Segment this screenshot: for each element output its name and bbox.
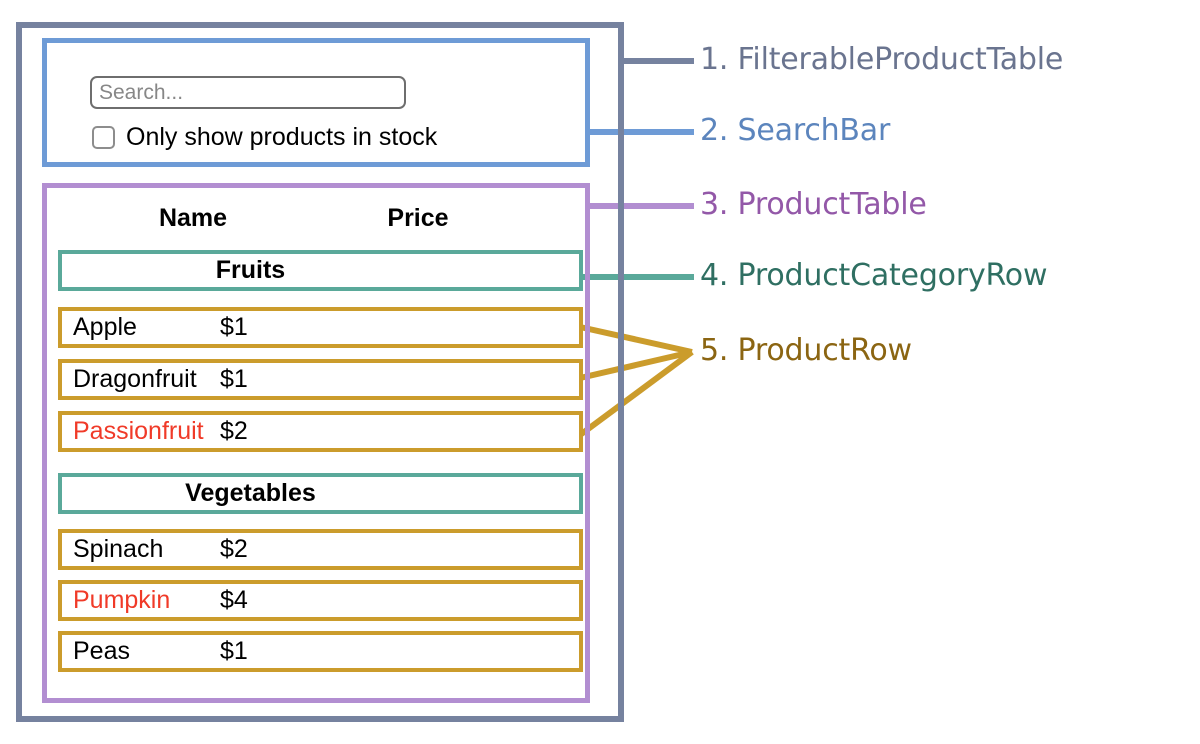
- table-row[interactable]: Spinach $2: [58, 529, 583, 570]
- filterable-product-table-box: [16, 22, 624, 722]
- column-header-name: Name: [158, 203, 228, 232]
- product-price: $4: [220, 586, 248, 614]
- product-category-row: Fruits: [58, 250, 583, 291]
- product-price: $1: [220, 313, 248, 341]
- product-price: $2: [220, 535, 248, 563]
- annotation-label-product-category-row: 4. ProductCategoryRow: [700, 258, 1048, 293]
- in-stock-checkbox-row[interactable]: Only show products in stock: [92, 125, 437, 150]
- product-price: $2: [220, 417, 248, 445]
- product-table-header: Name Price: [58, 196, 574, 240]
- table-row[interactable]: Dragonfruit $1: [58, 359, 583, 400]
- annotation-label-search-bar: 2. SearchBar: [700, 113, 891, 148]
- product-name: Spinach: [73, 535, 164, 563]
- category-label: Fruits: [215, 256, 286, 284]
- product-price: $1: [220, 365, 248, 393]
- search-bar-box: [42, 38, 590, 167]
- leader-line-product-row-passionfruit: [578, 349, 694, 438]
- search-input[interactable]: [90, 76, 406, 109]
- product-name: Dragonfruit: [73, 365, 197, 393]
- annotation-label-filterable-product-table: 1. FilterableProductTable: [700, 42, 1064, 77]
- annotation-label-product-table: 3. ProductTable: [700, 187, 927, 222]
- category-label: Vegetables: [185, 479, 316, 507]
- annotation-label-product-row: 5. ProductRow: [700, 333, 912, 368]
- product-name: Apple: [73, 313, 137, 341]
- product-category-row: Vegetables: [58, 473, 583, 514]
- checkbox-icon[interactable]: [92, 126, 115, 149]
- table-row[interactable]: Passionfruit $2: [58, 411, 583, 452]
- in-stock-checkbox-label: Only show products in stock: [126, 123, 438, 151]
- column-header-price: Price: [387, 203, 449, 232]
- product-price: $1: [220, 637, 248, 665]
- table-row[interactable]: Peas $1: [58, 631, 583, 672]
- product-name: Peas: [73, 637, 130, 665]
- product-name: Passionfruit: [73, 417, 204, 445]
- product-name: Pumpkin: [73, 586, 171, 614]
- leader-line-product-row-dragonfruit: [579, 349, 693, 381]
- leader-line-product-row-apple: [579, 324, 693, 355]
- table-row[interactable]: Pumpkin $4: [58, 580, 583, 621]
- table-row[interactable]: Apple $1: [58, 307, 583, 348]
- product-table-box: [42, 183, 590, 703]
